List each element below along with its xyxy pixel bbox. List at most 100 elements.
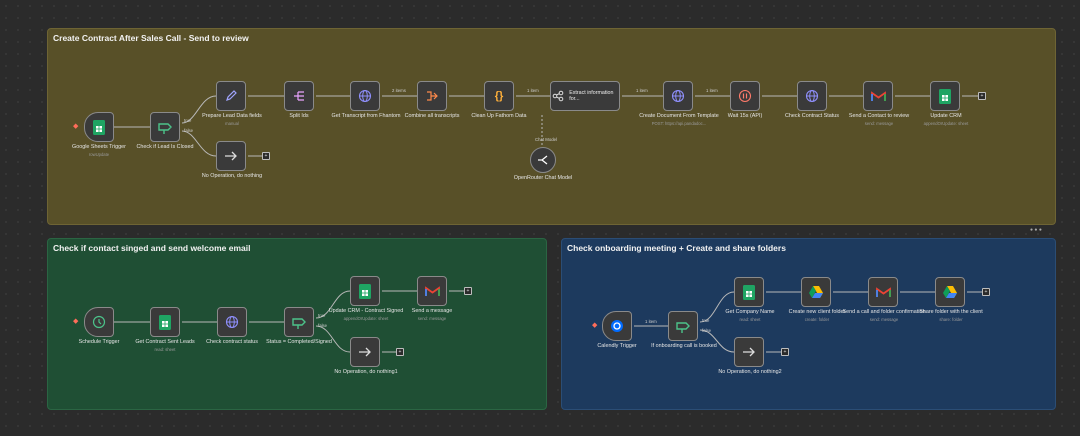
add-node-button[interactable]: + <box>464 287 472 295</box>
google-sheets-icon <box>91 119 107 135</box>
node-share-folder[interactable] <box>935 277 965 307</box>
node-split-ids[interactable] <box>284 81 314 111</box>
add-node-button[interactable]: + <box>978 92 986 100</box>
node-status-completed-if[interactable] <box>284 307 314 337</box>
google-sheets-icon <box>357 283 373 299</box>
connection <box>315 290 351 319</box>
node-label: Check Contract Status <box>785 113 839 119</box>
node-label: If onboarding call is booked <box>651 343 717 349</box>
openrouter-icon <box>535 152 551 168</box>
connection <box>181 130 217 157</box>
node-label: OpenRouter Chat Model <box>513 175 573 181</box>
node-label: Split Ids <box>289 113 309 119</box>
node-no-operation-2[interactable] <box>734 337 764 367</box>
add-node-button[interactable]: + <box>982 288 990 296</box>
edge-label: 1 item <box>645 319 657 324</box>
node-get-transcript[interactable] <box>350 81 380 111</box>
add-node-button[interactable]: + <box>396 348 404 356</box>
node-schedule-trigger[interactable] <box>84 307 114 337</box>
node-label: Clean Up Fathom Data <box>471 113 527 119</box>
node-extract-information[interactable]: Extract information for... <box>550 81 620 111</box>
node-check-lead-closed[interactable] <box>150 112 180 142</box>
node-create-document[interactable] <box>663 81 693 111</box>
node-combine-transcripts[interactable] <box>417 81 447 111</box>
google-sheets-icon <box>157 314 173 330</box>
branch-false-label: false <box>184 128 194 133</box>
node-label: Status = Completed/Signed <box>266 339 332 345</box>
node-label: Schedule Trigger <box>78 339 120 345</box>
node-label: Combine all transcripts <box>404 113 460 119</box>
node-label: No Operation, do nothing2 <box>718 369 782 375</box>
node-no-operation-1[interactable] <box>350 337 380 367</box>
node-update-crm[interactable] <box>930 81 960 111</box>
node-label: No Operation, do nothing1 <box>334 369 398 375</box>
node-prepare-lead-data[interactable] <box>216 81 246 111</box>
node-no-operation[interactable] <box>216 141 246 171</box>
add-node-button[interactable]: + <box>781 348 789 356</box>
if-icon <box>291 314 307 330</box>
calendly-icon <box>609 318 625 334</box>
gmail-icon <box>424 283 440 299</box>
google-drive-icon <box>942 284 958 300</box>
node-label: Calendly Trigger <box>597 343 637 349</box>
note-controls[interactable]: ● ● ● <box>1030 227 1042 233</box>
node-wait-15s[interactable] <box>730 81 760 111</box>
note-title: Create Contract After Sales Call - Send … <box>53 33 249 43</box>
branch-true-label: true <box>318 313 326 318</box>
globe-icon <box>224 314 240 330</box>
node-google-sheets-trigger[interactable] <box>84 112 114 142</box>
edge-label: 1 item <box>527 88 539 93</box>
node-update-crm-signed[interactable] <box>350 276 380 306</box>
pencil-icon <box>223 88 239 104</box>
branch-false-label: false <box>702 328 712 333</box>
edge-label: Chat Model <box>535 137 557 142</box>
note-check-onboarding[interactable]: Check onboarding meeting + Create and sh… <box>561 238 1056 410</box>
merge-icon <box>424 88 440 104</box>
arrow-right-icon <box>223 148 239 164</box>
node-clean-up-fathom[interactable]: {} <box>484 81 514 111</box>
node-send-message[interactable] <box>417 276 447 306</box>
node-label: Wait 15s (API) <box>727 113 763 119</box>
node-send-contract-review[interactable] <box>863 81 893 111</box>
node-get-company-name[interactable] <box>734 277 764 307</box>
if-icon <box>157 119 173 135</box>
node-label: Extract information for... <box>569 89 614 102</box>
connection <box>699 291 735 323</box>
add-node-button[interactable]: + <box>262 152 270 160</box>
node-label: Get Transcript from Fhantom <box>331 113 401 119</box>
node-label: Check if Lead Is Closed <box>136 144 194 150</box>
branch-false-label: false <box>318 323 328 328</box>
node-get-contract-sent-leads[interactable] <box>150 307 180 337</box>
node-openrouter-chat-model[interactable] <box>530 147 556 173</box>
node-send-call-confirmation[interactable] <box>868 277 898 307</box>
google-sheets-icon <box>937 88 953 104</box>
note-title: Check if contact singed and send welcome… <box>53 243 251 253</box>
branch-true-label: true <box>184 118 192 123</box>
edge-label: 1 item <box>706 88 718 93</box>
node-calendly-trigger[interactable] <box>602 311 632 341</box>
gmail-icon <box>875 284 891 300</box>
node-label: Check contract status <box>206 339 258 345</box>
node-check-contract-status[interactable] <box>797 81 827 111</box>
node-onboarding-call-if[interactable] <box>668 311 698 341</box>
note-create-contract[interactable]: Create Contract After Sales Call - Send … <box>47 28 1056 225</box>
arrow-right-icon <box>357 344 373 360</box>
node-label: No Operation, do nothing <box>201 173 263 179</box>
node-check-contract-status-2[interactable] <box>217 307 247 337</box>
google-drive-icon <box>808 284 824 300</box>
branch-true-label: true <box>702 318 710 323</box>
node-create-client-folder[interactable] <box>801 277 831 307</box>
globe-icon <box>357 88 373 104</box>
clock-icon <box>91 314 107 330</box>
arrow-right-icon <box>741 344 757 360</box>
